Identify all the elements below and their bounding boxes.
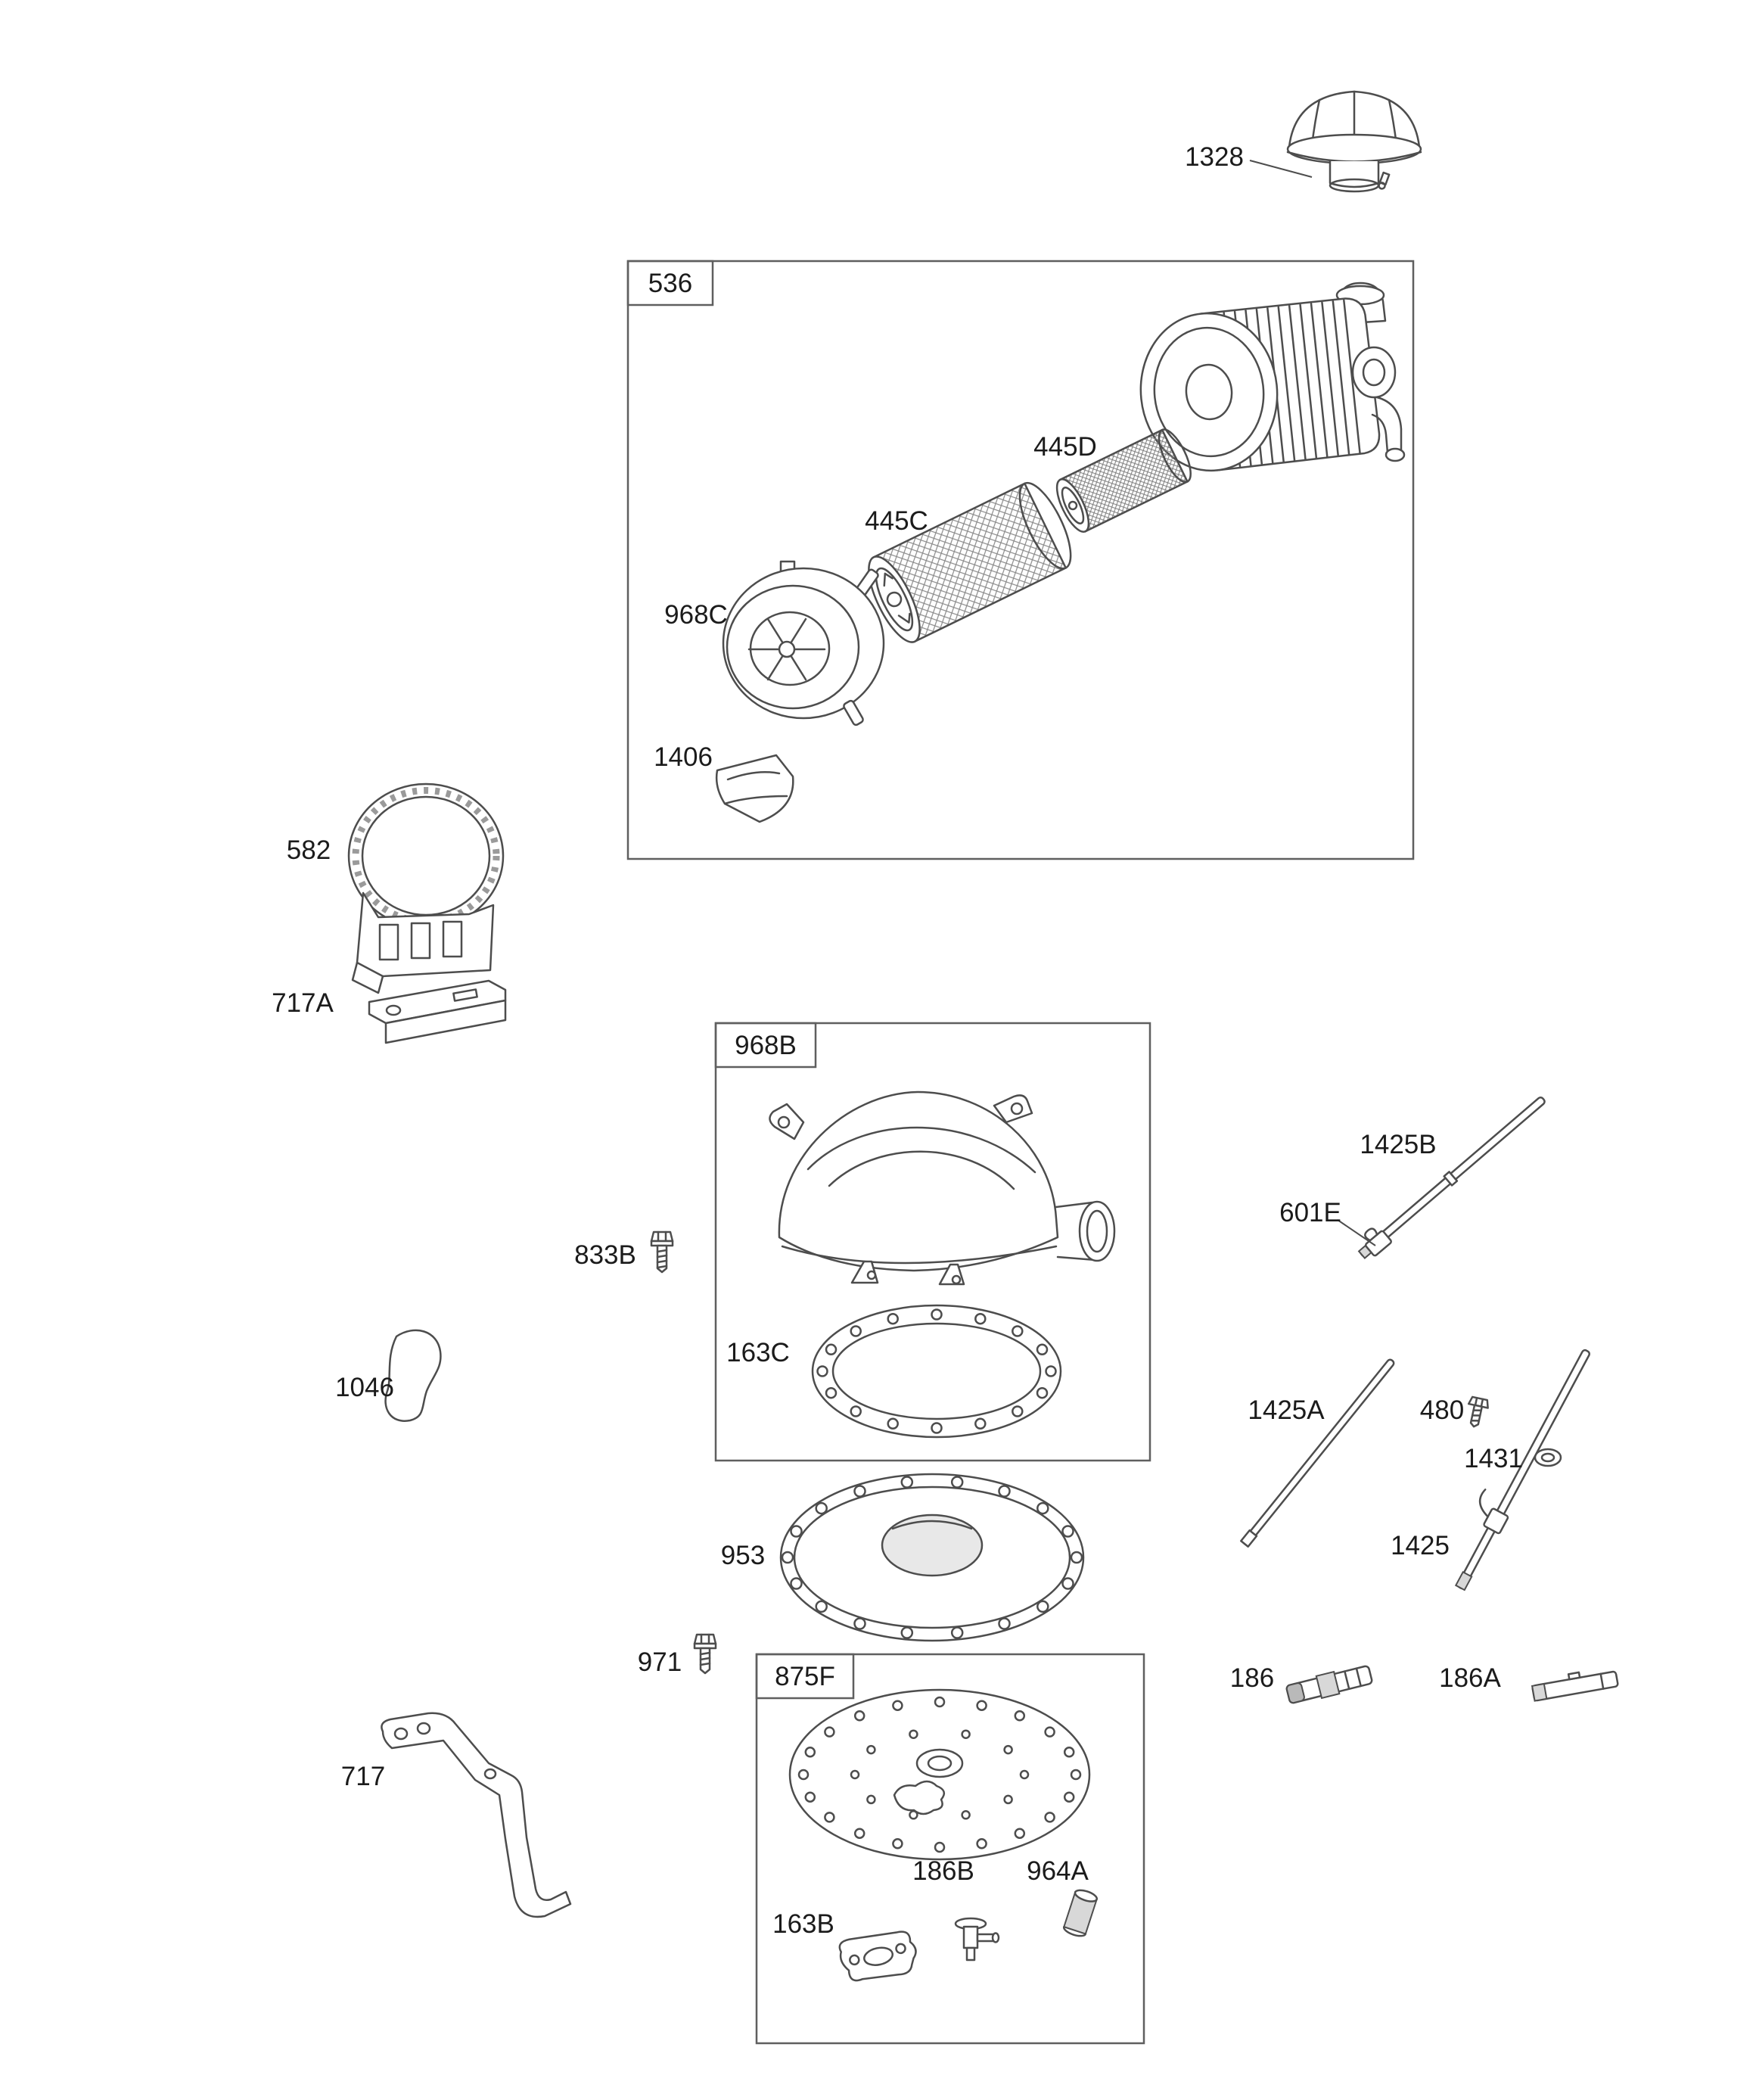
part-445d-drawing xyxy=(1055,428,1192,533)
part-1328-drawing xyxy=(1286,90,1422,193)
part-label-601e: 601E xyxy=(1279,1198,1341,1227)
part-label-717a: 717A xyxy=(272,988,334,1018)
part-label-971: 971 xyxy=(638,1647,682,1677)
part-label-1406: 1406 xyxy=(654,742,713,772)
part-label-445c: 445C xyxy=(865,506,928,536)
part-717-drawing xyxy=(381,1712,572,1918)
group-box-536 xyxy=(626,260,1415,860)
part-label-186: 186 xyxy=(1230,1663,1274,1693)
part-964a-drawing xyxy=(1062,1889,1099,1937)
part-label-163c: 163C xyxy=(726,1338,790,1367)
part-1431-drawing xyxy=(1534,1448,1562,1467)
part-717a-drawing xyxy=(368,979,507,1044)
part-186a-drawing xyxy=(1531,1670,1619,1702)
part-label-536: 536 xyxy=(648,269,692,298)
part-1425-drawing xyxy=(1454,1349,1590,1591)
part-label-1431: 1431 xyxy=(1464,1444,1523,1473)
part-971-drawing xyxy=(693,1633,717,1675)
part-label-968b: 968B xyxy=(735,1031,797,1060)
part-label-1425a: 1425A xyxy=(1248,1395,1325,1425)
part-1046-drawing xyxy=(384,1329,442,1422)
part-163b-drawing xyxy=(838,1930,917,1982)
leader-1328 xyxy=(1249,160,1313,178)
part-label-480: 480 xyxy=(1420,1395,1464,1425)
part-label-1328: 1328 xyxy=(1185,142,1244,172)
part-label-582: 582 xyxy=(287,835,331,865)
part-445c-drawing xyxy=(868,481,1072,643)
part-480-drawing xyxy=(1467,1395,1489,1428)
part-label-1425b: 1425B xyxy=(1360,1130,1436,1159)
part-label-875f: 875F xyxy=(775,1662,835,1691)
part-163c-drawing xyxy=(811,1304,1062,1439)
part-833b-drawing xyxy=(650,1230,674,1274)
part-label-186a: 186A xyxy=(1439,1663,1501,1693)
part-label-1046: 1046 xyxy=(335,1373,394,1402)
part-968b-cover-drawing xyxy=(769,1090,1116,1286)
part-536-canister-drawing xyxy=(1139,282,1406,472)
part-1425a-drawing xyxy=(1240,1358,1395,1548)
part-601e-clamp-drawing xyxy=(1364,1227,1392,1257)
part-label-953: 953 xyxy=(721,1541,765,1570)
part-label-445d: 445D xyxy=(1033,432,1097,462)
part-1425b-drawing xyxy=(1357,1096,1546,1259)
part-label-1425: 1425 xyxy=(1391,1531,1450,1560)
part-label-833b: 833B xyxy=(574,1240,636,1270)
part-labels: 1328 536 445D 445C 968C 1406 582 717A 96… xyxy=(272,142,1523,1939)
part-1406-drawing xyxy=(715,754,794,823)
group-box-968b xyxy=(714,1022,1151,1462)
part-875f-disc-drawing xyxy=(788,1688,1091,1861)
leader-601e xyxy=(1337,1219,1376,1246)
part-186-drawing xyxy=(1285,1665,1373,1704)
part-label-163b: 163B xyxy=(772,1909,834,1939)
part-953-drawing xyxy=(779,1473,1085,1642)
part-label-717: 717 xyxy=(341,1762,385,1791)
part-968c-drawing xyxy=(722,560,885,726)
part-label-968c: 968C xyxy=(664,600,728,630)
group-box-875f xyxy=(755,1653,1145,2045)
part-582-drawing xyxy=(347,782,505,994)
part-label-186b: 186B xyxy=(912,1856,974,1886)
part-186b-drawing xyxy=(954,1917,1000,1962)
part-label-964a: 964A xyxy=(1027,1856,1089,1886)
